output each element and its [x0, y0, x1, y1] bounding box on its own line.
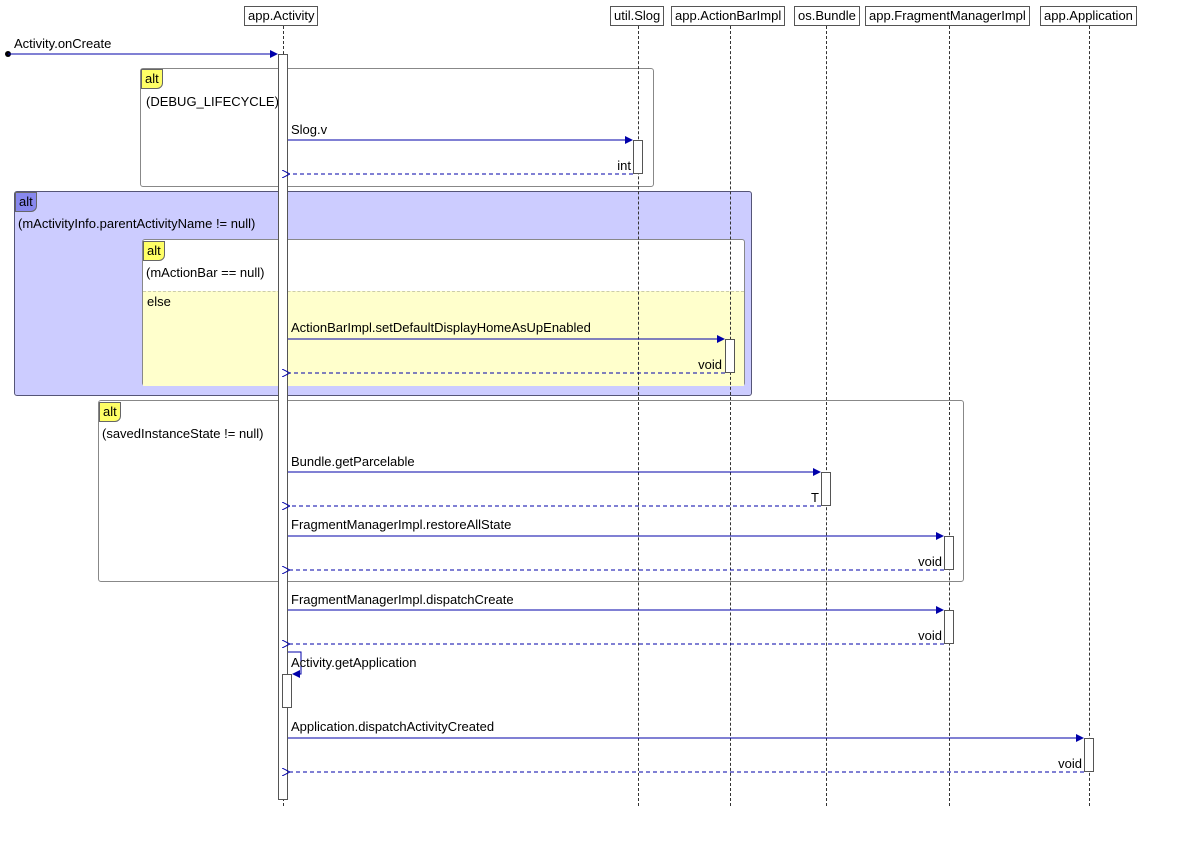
- lifeline-bundle: [826, 26, 827, 806]
- activation-fragmentmanager-restore: [944, 536, 954, 570]
- entry-call-arrow: [5, 50, 278, 58]
- participant-fragmentmanager[interactable]: app.FragmentManagerImpl: [865, 6, 1030, 26]
- alt-guard-action-bar: (mActionBar == null): [146, 265, 265, 280]
- alt-guard-parent-activity: (mActivityInfo.parentActivityName != nul…: [18, 216, 256, 231]
- activation-fragmentmanager-dispatch: [944, 610, 954, 644]
- entry-call-label: Activity.onCreate: [14, 36, 112, 51]
- return-label-dispatch-create: void: [918, 628, 942, 643]
- self-call-arrow-get-application: [288, 651, 302, 678]
- message-label-set-default-display: ActionBarImpl.setDefaultDisplayHomeAsUpE…: [291, 320, 591, 335]
- lifeline-actionbar: [730, 26, 731, 806]
- participant-actionbar[interactable]: app.ActionBarImpl: [671, 6, 786, 26]
- activation-actionbar: [725, 339, 735, 373]
- alt-guard-saved-instance-state: (savedInstanceState != null): [102, 426, 264, 441]
- activation-activity-main: [278, 54, 288, 800]
- alt-frame-saved-instance-state: [98, 400, 964, 582]
- activation-activity-self: [282, 674, 292, 708]
- return-label-dispatch-activity-created: void: [1058, 756, 1082, 771]
- alt-tag: alt: [143, 241, 165, 261]
- return-label-slog-v: int: [617, 158, 631, 173]
- return-label-set-default-display: void: [698, 357, 722, 372]
- alt-tag: alt: [15, 192, 37, 212]
- lifeline-fragmentmanager: [949, 26, 950, 806]
- participant-slog[interactable]: util.Slog: [610, 6, 665, 26]
- else-label: else: [147, 294, 171, 309]
- message-label-restore-all-state: FragmentManagerImpl.restoreAllState: [291, 517, 512, 532]
- lifeline-application: [1089, 26, 1090, 806]
- message-label-dispatch-create: FragmentManagerImpl.dispatchCreate: [291, 592, 514, 607]
- participant-application[interactable]: app.Application: [1040, 6, 1137, 26]
- lifeline-slog: [638, 26, 639, 806]
- message-label-dispatch-activity-created: Application.dispatchActivityCreated: [291, 719, 495, 734]
- return-label-get-parcelable: T: [811, 490, 819, 505]
- alt-frame-debug-lifecycle: [140, 68, 654, 187]
- message-label-get-parcelable: Bundle.getParcelable: [291, 454, 415, 469]
- activation-slog: [633, 140, 643, 174]
- message-label-slog-v: Slog.v: [291, 122, 328, 137]
- return-label-restore-all-state: void: [918, 554, 942, 569]
- participant-activity[interactable]: app.Activity: [244, 6, 319, 26]
- alt-tag: alt: [99, 402, 121, 422]
- alt-guard-debug-lifecycle: (DEBUG_LIFECYCLE): [146, 94, 279, 109]
- alt-tag: alt: [141, 69, 163, 89]
- activation-bundle: [821, 472, 831, 506]
- message-label-get-application: Activity.getApplication: [291, 655, 417, 670]
- activation-application: [1084, 738, 1094, 772]
- participant-bundle[interactable]: os.Bundle: [794, 6, 860, 26]
